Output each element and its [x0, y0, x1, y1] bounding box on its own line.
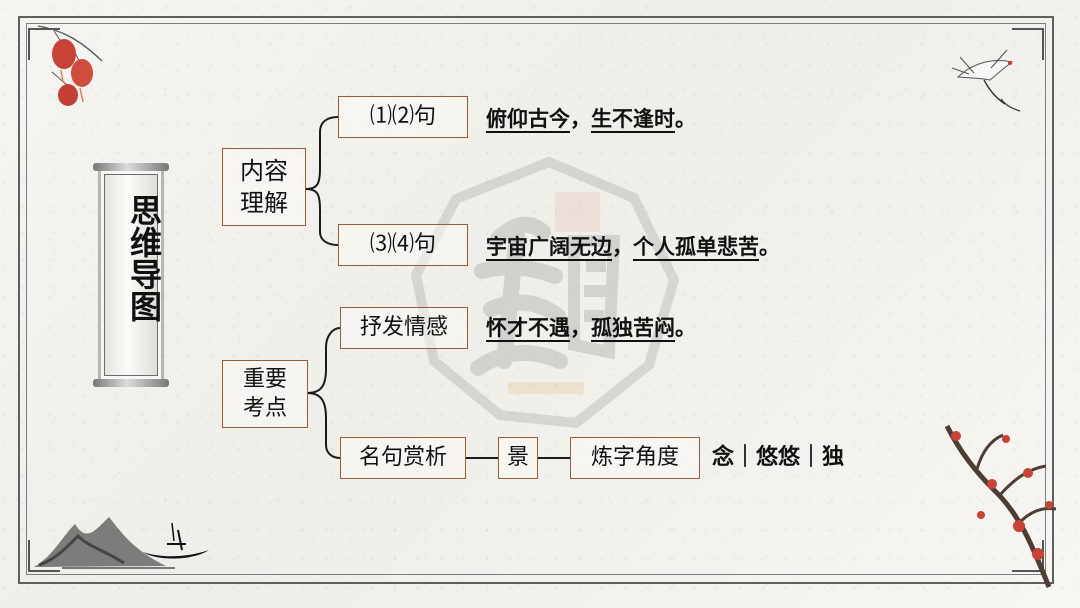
scene-node: 景 [498, 437, 538, 479]
sentence-3-4-node: ⑶⑷句 [338, 224, 468, 266]
sentence-3-4-summary-end: 。 [759, 234, 780, 259]
inner-frame [26, 23, 1046, 575]
content-understanding-line1: 内容 [240, 157, 288, 185]
sentence-3-4-summary-separator: ， [612, 234, 633, 259]
mind-map-title-banner: 思维导图 [93, 163, 169, 387]
content-understanding-node: 内容 理解 [222, 148, 306, 226]
content-understanding-line2: 理解 [240, 189, 288, 217]
famous-line-label: 名句赏析 [358, 445, 447, 470]
sentence-1-2-summary: 俯仰古今，生不逢时。 [486, 104, 696, 134]
famous-line-node: 名句赏析 [340, 437, 466, 479]
sentence-3-4-summary-b: 个人孤单悲苦 [633, 234, 759, 259]
key-points-line1: 重要 [242, 367, 287, 392]
sentence-1-2-summary-a: 俯仰古今 [486, 106, 570, 131]
mind-map-title: 思维导图 [125, 194, 163, 322]
frame-corner-bottom-left [28, 540, 60, 572]
scene-label: 景 [506, 445, 529, 470]
refined-words: 念｜悠悠｜独 [712, 444, 845, 470]
sentence-3-4-summary-a: 宇宙广阔无边 [486, 234, 612, 259]
emotion-summary-a: 怀才不遇 [486, 315, 570, 340]
seal-watermark-icon [410, 156, 680, 429]
frame-corner-top-right [1012, 28, 1044, 60]
emotion-summary-end: 。 [675, 315, 696, 340]
key-points-node: 重要 考点 [222, 360, 308, 428]
sentence-1-2-summary-separator: ， [570, 106, 591, 131]
emotion-label: 抒发情感 [359, 315, 448, 340]
sentence-3-4-summary: 宇宙广阔无边，个人孤单悲苦。 [486, 232, 780, 262]
word-angle-label: 炼字角度 [590, 445, 679, 470]
word-angle-node: 炼字角度 [570, 437, 700, 479]
sentence-1-2-summary-b: 生不逢时 [591, 106, 675, 131]
key-points-line2: 考点 [242, 396, 287, 421]
emotion-summary-b: 孤独苦闷 [591, 315, 675, 340]
sentence-1-2-label: ⑴⑵句 [369, 104, 436, 129]
emotion-node: 抒发情感 [340, 307, 468, 349]
emotion-summary-separator: ， [570, 315, 591, 340]
emotion-summary: 怀才不遇，孤独苦闷。 [486, 313, 696, 343]
sentence-3-4-label: ⑶⑷句 [369, 232, 436, 257]
sentence-1-2-summary-end: 。 [675, 106, 696, 131]
sentence-1-2-node: ⑴⑵句 [338, 96, 468, 138]
